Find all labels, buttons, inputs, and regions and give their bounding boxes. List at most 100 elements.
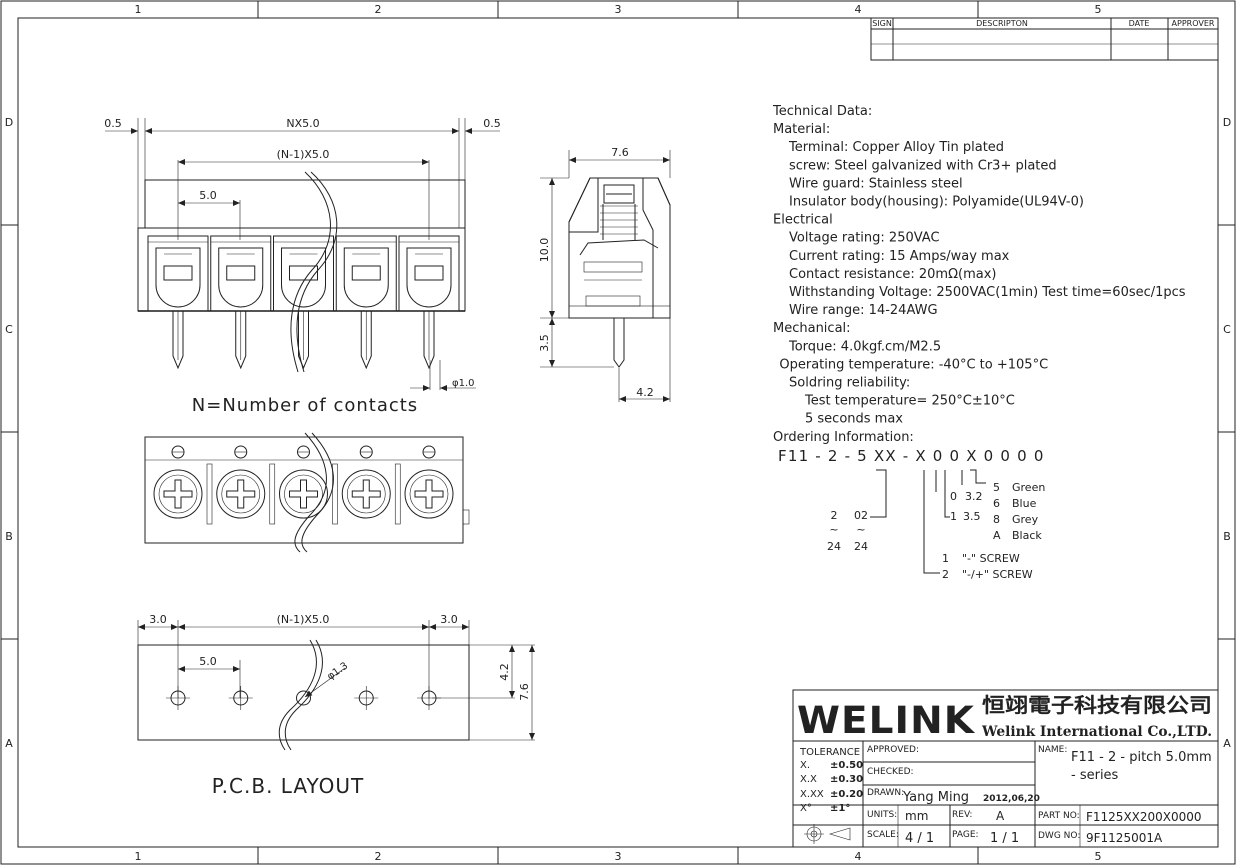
dim-pitch: 5.0 xyxy=(199,189,217,202)
frame-col-label: 5 xyxy=(1095,3,1102,16)
pcb-dim-pitch: 5.0 xyxy=(199,655,217,668)
pin xyxy=(172,311,184,370)
contact-cell xyxy=(210,235,272,312)
frame-col-label: 3 xyxy=(615,850,622,863)
contact-cell xyxy=(273,235,334,312)
pcb-dim-hole-offset: 4.2 xyxy=(498,663,511,681)
frame-col-label: 2 xyxy=(375,3,382,16)
drawn-date: 2012,06,20 xyxy=(983,794,1040,804)
frame-col-label: 1 xyxy=(135,3,142,16)
tech-line: Terminal: Copper Alloy Tin plated xyxy=(788,140,1004,155)
poles-to: 24 xyxy=(827,540,841,553)
pin xyxy=(235,311,247,370)
drawn-label: DRAWN: xyxy=(867,788,904,798)
tech-line: Withstanding Voltage: 2500VAC(1min) Test… xyxy=(789,285,1186,300)
pin xyxy=(423,311,435,370)
poles-from-code: 02 xyxy=(854,509,868,522)
checked-label: CHECKED: xyxy=(867,767,914,777)
screw-cell xyxy=(341,445,401,525)
dim-pin-diameter: φ1.0 xyxy=(452,378,475,389)
pcb-layout: 3.0 (N-1)X5.0 3.0 5.0 φ1.3 4.2 7.6 P.C.B… xyxy=(137,613,535,798)
drawn-by: Yang Ming xyxy=(902,790,969,805)
color-code: A xyxy=(993,529,1001,542)
pcb-hole xyxy=(354,686,379,710)
screw-code: 2 xyxy=(942,568,949,581)
company-name-en: Welink International Co.,LTD. xyxy=(981,724,1212,740)
pcb-dim-left: 3.0 xyxy=(149,613,167,626)
poles-tilde: ~ xyxy=(829,523,838,536)
tech-line: 5 seconds max xyxy=(805,412,903,427)
front-view: 0.5 NX5.0 0.5 (N-1)X5.0 5.0 φ1.0 N=Numbe… xyxy=(104,117,501,416)
tolerance-value: ±0.30 xyxy=(830,774,863,785)
dwg-no-label: DWG NO: xyxy=(1038,831,1080,841)
tolerance-label: TOLERANCE xyxy=(799,747,860,758)
dim-side-height: 10.0 xyxy=(538,238,551,263)
frame-row-label: D xyxy=(1223,116,1231,129)
part-no-label: PART NO: xyxy=(1038,811,1080,821)
screw-name: "-/+" SCREW xyxy=(962,568,1033,581)
poles-from: 2 xyxy=(831,509,838,522)
screw-cell xyxy=(279,445,338,525)
page-label: PAGE: xyxy=(952,830,979,840)
approved-label: APPROVED: xyxy=(867,745,919,755)
pin-len-code: 1 xyxy=(950,510,957,523)
poles-tilde: ~ xyxy=(856,523,865,536)
screw-cell xyxy=(404,445,454,519)
units-value: mm xyxy=(905,809,928,823)
front-view-caption: N=Number of contacts xyxy=(192,395,418,416)
tech-line: Operating temperature: -40°C to +105°C xyxy=(779,357,1048,372)
tech-line: Ordering Information: xyxy=(773,430,914,445)
frame-row-label: B xyxy=(1223,530,1231,543)
tech-line: Electrical xyxy=(773,213,833,228)
name-line1: F11 - 2 - pitch 5.0mm xyxy=(1071,750,1212,765)
revision-table: SIGN DESCRIPTON DATE APPROVER xyxy=(870,17,1219,61)
color-code: 5 xyxy=(993,481,1000,494)
dim-left-offset: 0.5 xyxy=(104,117,122,130)
rev-header-approver: APPROVER xyxy=(1172,19,1215,28)
ordering-code: F11 - 2 - 5 XX - X 0 0 X 0 0 0 0 xyxy=(778,447,1045,465)
pcb-hole xyxy=(228,686,253,710)
pcb-hole xyxy=(296,690,311,706)
frame-col-label: 4 xyxy=(855,3,862,16)
tech-line: Current rating: 15 Amps/way max xyxy=(789,249,1010,264)
tech-line: Insulator body(housing): Polyamide(UL94V… xyxy=(789,195,1084,210)
tech-line: Wire range: 14-24AWG xyxy=(789,303,938,318)
pin xyxy=(360,311,372,370)
company-name-cn: 恒翊電子科技有限公司 xyxy=(982,693,1212,717)
screw-name: "-" SCREW xyxy=(962,552,1020,565)
title-block: WELINK 恒翊電子科技有限公司 Welink International C… xyxy=(792,689,1219,848)
color-name: Blue xyxy=(1012,497,1037,510)
units-label: UNITS: xyxy=(867,810,897,820)
company-logo: WELINK xyxy=(797,699,975,742)
frame-row-label: A xyxy=(1223,737,1231,750)
frame-row-label: C xyxy=(1223,323,1231,336)
pcb-dim-hole: φ1.3 xyxy=(325,661,350,683)
contact-cell xyxy=(398,235,460,312)
tech-line: Test temperature= 250°C±10°C xyxy=(804,394,1015,409)
color-code: 8 xyxy=(993,513,1000,526)
pcb-dim-pitches: (N-1)X5.0 xyxy=(277,613,330,626)
screw-cell xyxy=(216,445,276,525)
tech-line: Technical Data: xyxy=(772,104,872,119)
dim-pitches: (N-1)X5.0 xyxy=(277,148,330,161)
tolerance-key: X.X xyxy=(800,774,817,785)
tech-line: Wire guard: Stainless steel xyxy=(789,176,963,191)
color-code: 6 xyxy=(993,497,1000,510)
pcb-layout-caption: P.C.B. LAYOUT xyxy=(212,774,365,798)
rev-header-description: DESCRIPTON xyxy=(976,19,1028,28)
rev-label: REV: xyxy=(952,810,972,820)
page-value: 1 / 1 xyxy=(990,831,1019,846)
pin-len-code: 0 xyxy=(950,490,957,503)
rev-header-sign: SIGN xyxy=(872,19,892,28)
pin-len-value: 3.2 xyxy=(965,490,983,503)
pcb-dim-depth: 7.6 xyxy=(518,683,531,701)
tech-line: screw: Steel galvanized with Cr3+ plated xyxy=(789,158,1057,173)
frame-col-label: 1 xyxy=(135,850,142,863)
dwg-no-value: 9F1125001A xyxy=(1086,831,1163,845)
pin xyxy=(298,311,309,370)
contact-cell xyxy=(335,235,397,312)
tolerance-key: X° xyxy=(800,803,812,814)
color-name: Black xyxy=(1012,529,1042,542)
